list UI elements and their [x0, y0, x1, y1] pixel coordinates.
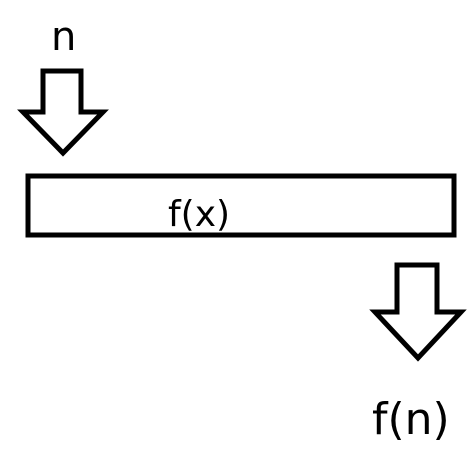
output-label: f(n)	[372, 394, 450, 445]
input-label: n	[51, 14, 76, 60]
function-box	[25, 173, 457, 238]
function-label: f(x)	[168, 194, 230, 235]
input-arrow-icon	[17, 68, 109, 157]
output-arrow-icon	[369, 262, 467, 362]
